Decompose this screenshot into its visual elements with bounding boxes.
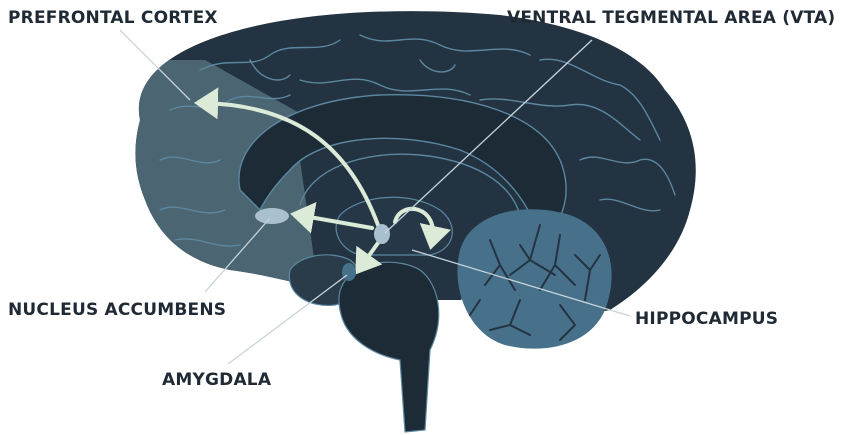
nucleus-accumbens-marker: [255, 208, 289, 224]
brainstem: [339, 262, 439, 432]
amygdala-marker: [342, 263, 356, 281]
cerebellum: [457, 209, 611, 348]
label-nucleus-accumbens: NUCLEUS ACCUMBENS: [8, 302, 226, 319]
vta-marker: [374, 224, 390, 244]
label-amygdala: AMYGDALA: [162, 372, 271, 389]
label-hippocampus: HIPPOCAMPUS: [635, 311, 778, 328]
label-vta: VENTRAL TEGMENTAL AREA (VTA): [507, 10, 835, 27]
label-prefrontal-cortex: PREFRONTAL CORTEX: [8, 10, 218, 27]
